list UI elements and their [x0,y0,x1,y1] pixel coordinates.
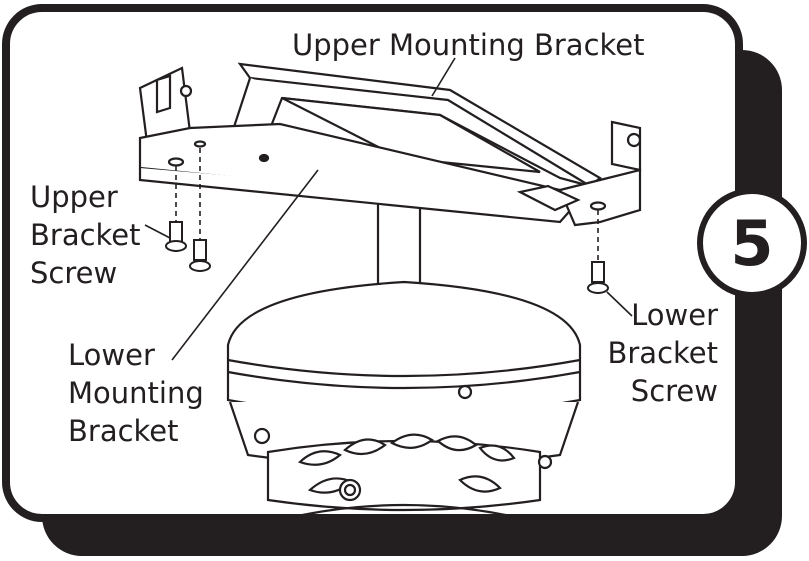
label-upper-mounting-bracket: Upper Mounting Bracket [292,26,645,64]
step-number: 5 [730,206,774,280]
leader-lines [144,57,633,361]
label-upper-bracket-screw: Upper Bracket Screw [30,178,141,292]
step-number-badge: 5 [697,188,807,298]
upper-bracket-screws-drawing [165,221,211,272]
label-line-3: Screw [630,374,718,408]
label-text: Upper Mounting Bracket [292,28,645,62]
label-line-2: Bracket [30,218,141,252]
label-lower-bracket-screw: Lower Bracket Screw [600,296,718,410]
lower-bracket-screw-drawing [587,261,609,294]
label-line-1: Lower [68,338,155,372]
label-line-1: Upper [30,180,118,214]
label-line-1: Lower [631,298,718,332]
upper-mounting-bracket-drawing [138,62,642,227]
label-line-3: Bracket [68,414,179,448]
label-line-3: Screw [30,256,118,290]
label-lower-mounting-bracket: Lower Mounting Bracket [68,336,204,450]
label-line-2: Bracket [607,336,718,370]
screw-alignment-guides [175,148,599,260]
label-line-2: Mounting [68,376,204,410]
